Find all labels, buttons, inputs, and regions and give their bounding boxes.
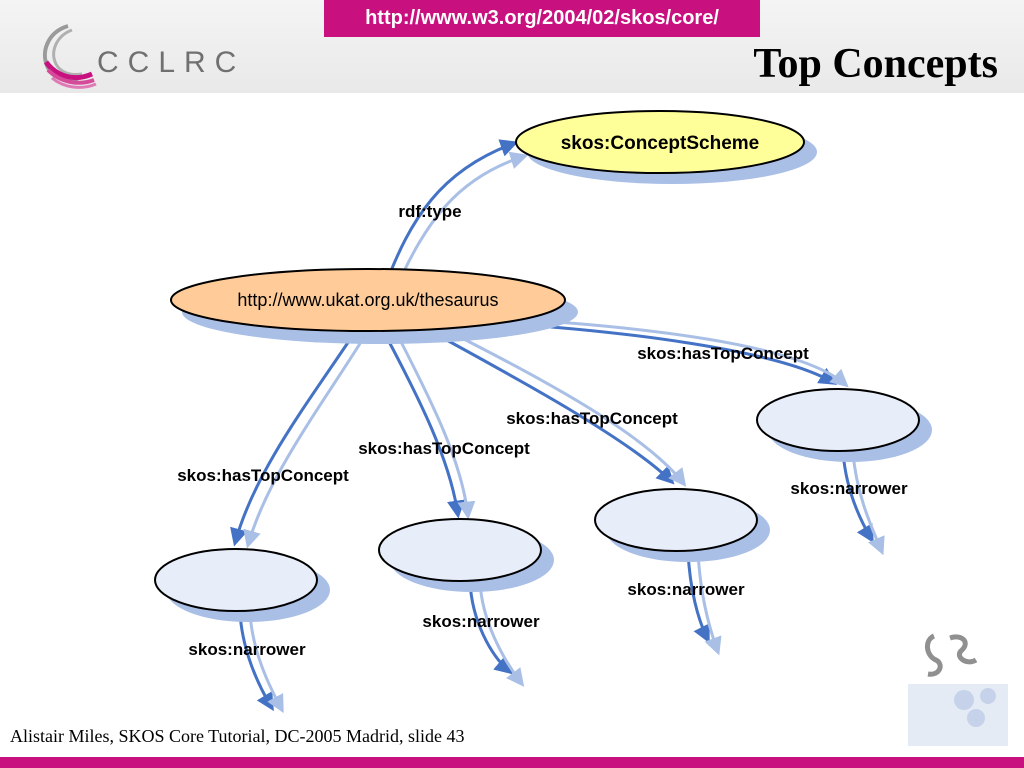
- node-top-concept-3: [594, 488, 758, 552]
- edge-narrower-4: [841, 451, 885, 556]
- node-concept-scheme-label: skos:ConceptScheme: [561, 133, 760, 154]
- node-shadows: [166, 120, 932, 622]
- cclrc-swoosh-icon: [42, 24, 97, 89]
- url-banner[interactable]: http://www.w3.org/2004/02/skos/core/: [324, 0, 760, 37]
- edge-label-has-top-concept-3: skos:hasTopConcept: [506, 409, 678, 428]
- edge-label-narrower-3: skos:narrower: [627, 580, 745, 599]
- edge-label-has-top-concept-2: skos:hasTopConcept: [358, 439, 530, 458]
- rdf-logo-icon: [908, 633, 1008, 746]
- node-top-concept-2: [378, 518, 542, 582]
- node-top-concept-1: [154, 548, 318, 612]
- node-concept-scheme: skos:ConceptScheme: [515, 110, 805, 174]
- edge-label-rdf-type: rdf:type: [398, 202, 461, 221]
- footer-citation: Alistair Miles, SKOS Core Tutorial, DC-2…: [10, 726, 465, 746]
- cclrc-logo: [38, 18, 248, 90]
- slide-title: Top Concepts: [753, 41, 998, 87]
- edge-narrower-2: [468, 581, 525, 687]
- edge-has-top-concept-3: [431, 328, 687, 487]
- edge-label-has-top-concept-1: skos:hasTopConcept: [177, 466, 349, 485]
- node-top-concept-4: [756, 388, 920, 452]
- edge-label-narrower-2: skos:narrower: [422, 612, 540, 631]
- edge-rdf-type: [383, 139, 529, 287]
- edge-has-top-concept-1: [230, 331, 368, 549]
- node-thesaurus-label: http://www.ukat.org.uk/thesaurus: [237, 290, 498, 310]
- edge-label-narrower-1: skos:narrower: [188, 640, 306, 659]
- edge-label-has-top-concept-4: skos:hasTopConcept: [637, 344, 809, 363]
- edge-narrower-3: [686, 551, 722, 656]
- edge-label-narrower-4: skos:narrower: [790, 479, 908, 498]
- edge-narrower-1: [238, 611, 284, 714]
- footer-bar: [0, 757, 1024, 768]
- cclrc-logo-text: CCLRC: [97, 46, 246, 79]
- node-thesaurus: http://www.ukat.org.uk/thesaurus: [170, 268, 566, 332]
- edge-has-top-concept-2: [383, 333, 476, 520]
